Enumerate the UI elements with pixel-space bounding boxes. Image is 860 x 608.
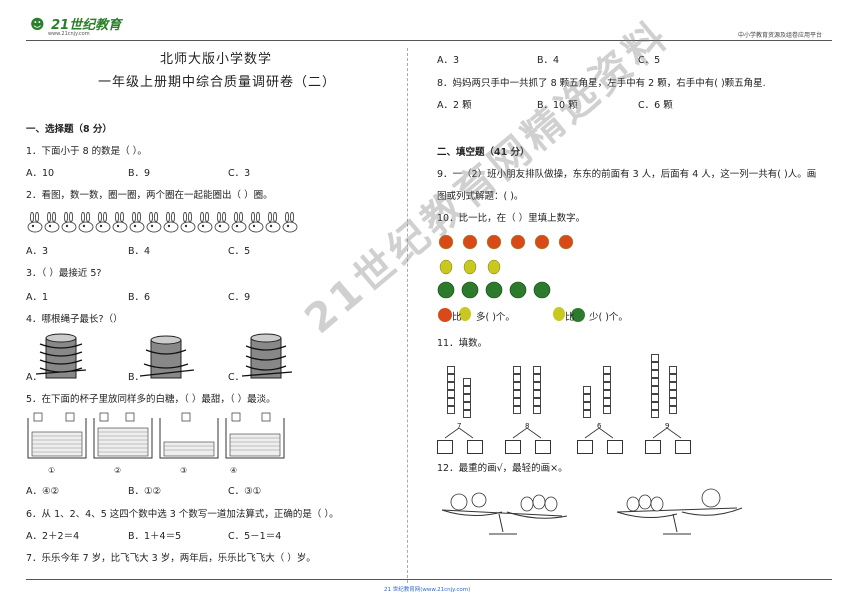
sugar-cups <box>27 412 285 459</box>
q10-stem: 10．比一比，在（ ）里填上数字。 <box>437 213 586 224</box>
logo-text: 21世纪教育 <box>51 18 122 33</box>
title-line1: 北师大版小学数学 <box>160 52 273 67</box>
q1-option-b[interactable]: B．9 <box>128 168 151 179</box>
q4-option-c[interactable]: C． <box>228 372 245 383</box>
q10-compare-a2[interactable]: 多( )个。 <box>476 312 515 323</box>
cube-towers: 7 8 6 9 <box>437 350 697 460</box>
split-number-3: 6 <box>597 422 602 430</box>
q5-stem: 5．在下面的杯子里放同样多的白糖，（ ）最甜，（ ）最淡。 <box>26 394 276 405</box>
rabbits-illustration <box>27 211 298 233</box>
q5-option-c[interactable]: C．③① <box>228 486 262 497</box>
q6-stem: 6．从 1、2、4、5 这四个数中选 3 个数写一道加法算式，正确的是（ ）。 <box>26 509 339 520</box>
cup-label-1: ① <box>48 466 56 475</box>
rope-cylinders <box>35 333 293 379</box>
compare-icons <box>438 307 585 322</box>
title-line2: 一年级上册期中综合质量调研卷（二） <box>98 75 337 90</box>
q8-option-b[interactable]: B．10 颗 <box>537 100 578 111</box>
q10-compare-b2[interactable]: 少( )个。 <box>589 312 628 323</box>
split-lines <box>444 428 682 439</box>
footer-text[interactable]: 21 世纪教育网(www.21cnjy.com) <box>384 587 471 593</box>
logo: ☻ 21世纪教育 www.21cnjy.com <box>30 14 122 38</box>
logo-url: www.21cnjy.com <box>48 31 90 37</box>
header-right-text: 中小学教育资源及组卷应用平台 <box>738 32 823 39</box>
q10-compare-b1: 比 <box>565 312 575 323</box>
q1-stem: 1．下面小于 8 的数是（ ）。 <box>26 146 147 157</box>
q6-option-a[interactable]: A．2＋2＝4 <box>26 531 80 542</box>
q4-option-b[interactable]: B． <box>128 372 145 383</box>
apple-row <box>438 234 574 250</box>
q5-option-b[interactable]: B．①② <box>128 486 162 497</box>
q9-line2: 图或列式解题：( )。 <box>437 191 524 202</box>
section2-heading: 二、填空题（41 分） <box>437 147 530 158</box>
answer-box[interactable] <box>577 440 593 454</box>
rabbits-row <box>26 211 298 234</box>
q5-option-a[interactable]: A．④② <box>26 486 60 497</box>
fruit-rows <box>437 234 574 299</box>
q3-option-c[interactable]: C．9 <box>228 292 251 303</box>
answer-box[interactable] <box>645 440 661 454</box>
cup-label-3: ③ <box>180 466 188 475</box>
q6-option-c[interactable]: C．5－1＝4 <box>228 531 282 542</box>
q2-stem: 2．看图，数一数，圈一圈，两个圈在一起能圈出（ ）圈。 <box>26 190 273 201</box>
split-number-4: 9 <box>665 422 670 430</box>
q7-option-c[interactable]: C．5 <box>638 55 661 66</box>
answer-box[interactable] <box>437 440 453 454</box>
split-number-2: 8 <box>525 422 530 430</box>
watermelon-row <box>437 281 551 299</box>
q4-stem: 4．哪根绳子最长?（） <box>26 314 123 325</box>
q1-option-a[interactable]: A．10 <box>26 168 55 179</box>
q8-option-c[interactable]: C．6 颗 <box>638 100 673 111</box>
q2-option-a[interactable]: A．3 <box>26 246 49 257</box>
answer-box[interactable] <box>675 440 691 454</box>
cup-label-2: ② <box>114 466 122 475</box>
balance-scales <box>441 488 743 535</box>
header-divider <box>26 40 832 41</box>
q7-option-a[interactable]: A．3 <box>437 55 460 66</box>
q1-option-c[interactable]: C．3 <box>228 168 251 179</box>
q7-option-b[interactable]: B．4 <box>537 55 560 66</box>
q8-option-a[interactable]: A．2 颗 <box>437 100 472 111</box>
q3-option-a[interactable]: A．1 <box>26 292 49 303</box>
section1-heading: 一、选择题（8 分） <box>26 124 112 135</box>
q8-stem: 8．妈妈两只手中一共抓了 8 颗五角星，左手中有 2 颗，右手中有( )颗五角星… <box>437 78 766 89</box>
split-number-1: 7 <box>457 422 462 430</box>
q2-option-c[interactable]: C．5 <box>228 246 251 257</box>
q9-line1: 9．一（2）班小朋友排队做操，东东的前面有 3 人，后面有 4 人，这一列一共有… <box>437 169 817 180</box>
q3-option-b[interactable]: B．6 <box>128 292 151 303</box>
q4-option-a[interactable]: A． <box>26 372 42 383</box>
column-divider <box>407 48 408 583</box>
answer-box[interactable] <box>607 440 623 454</box>
cup-label-4: ④ <box>230 466 238 475</box>
q6-option-b[interactable]: B．1＋4＝5 <box>128 531 182 542</box>
footer-divider <box>26 579 832 580</box>
pear-row <box>439 259 501 275</box>
q12-stem: 12．最重的画√，最轻的画×。 <box>437 463 568 474</box>
q2-option-b[interactable]: B．4 <box>128 246 151 257</box>
q11-stem: 11．填数。 <box>437 338 488 349</box>
q3-stem: 3．（ ）最接近 5? <box>26 268 102 279</box>
q7-stem: 7．乐乐今年 7 岁，比飞飞大 3 岁，两年后，乐乐比飞飞大（ ）岁。 <box>26 553 316 564</box>
answer-box[interactable] <box>535 440 551 454</box>
logo-icon: ☻ <box>30 16 45 33</box>
q10-compare-a1: 比 <box>452 312 462 323</box>
answer-box[interactable] <box>467 440 483 454</box>
answer-box[interactable] <box>505 440 521 454</box>
